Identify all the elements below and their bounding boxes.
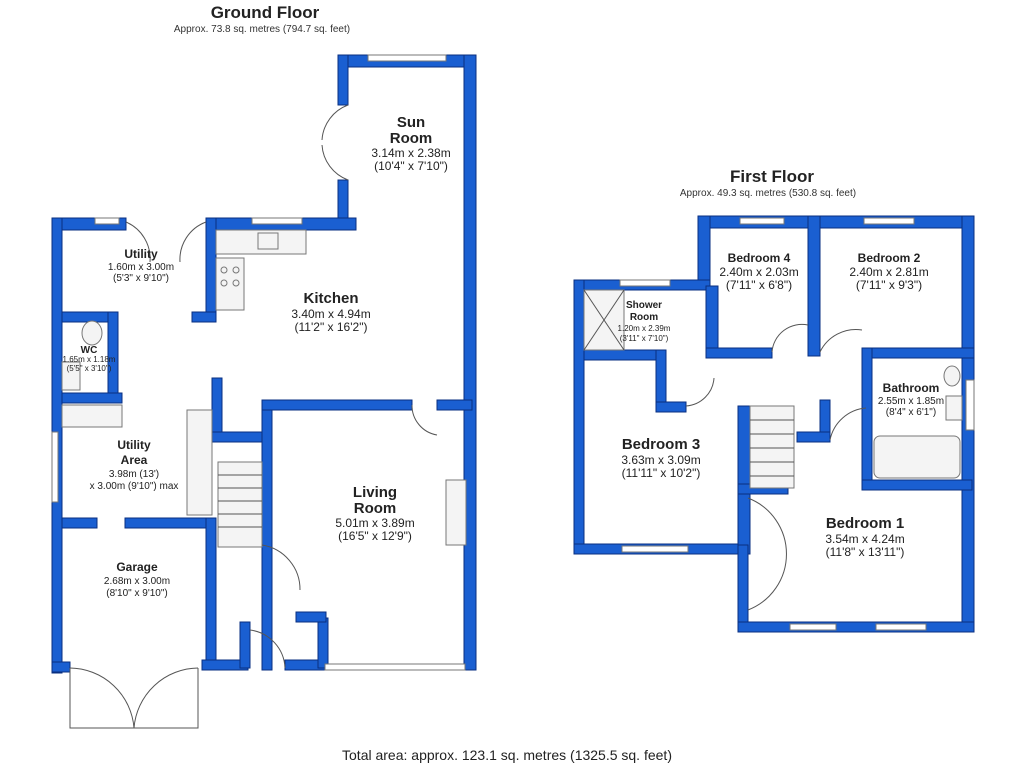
utility-name: Utility (124, 247, 158, 261)
shower-room-dim-metric: 1.20m x 2.39m (618, 324, 671, 333)
room-shower-room: Shower Room 1.20m x 2.39m (3'11" x 7'10"… (618, 300, 671, 343)
garage-name: Garage (116, 560, 158, 574)
room-kitchen: Kitchen 3.40m x 4.94m (11'2" x 16'2") (291, 290, 370, 334)
kitchen-dim-metric: 3.40m x 4.94m (291, 307, 370, 321)
first-floor-fixtures (583, 217, 975, 631)
bedroom-4-dim-imperial: (7'11" x 6'8") (726, 278, 792, 292)
room-bathroom: Bathroom 2.55m x 1.85m (8'4" x 6'1") (878, 381, 944, 418)
living-room-dim-imperial: (16'5" x 12'9") (338, 529, 412, 543)
room-bedroom-1: Bedroom 1 3.54m x 4.24m (11'8" x 13'11") (825, 515, 904, 559)
bedroom-2-dim-metric: 2.40m x 2.81m (849, 265, 928, 279)
wc-dim-metric: 1.65m x 1.18m (63, 355, 116, 364)
bedroom-3-dim-imperial: (11'11" x 10'2") (622, 466, 701, 480)
bedroom-4-dim-metric: 2.40m x 2.03m (719, 265, 798, 279)
living-room-name-line2: Room (354, 500, 397, 517)
wc-dim-imperial: (5'5" x 3'10") (67, 364, 112, 373)
sun-room-dim-imperial: (10'4" x 7'10") (374, 159, 448, 173)
utility-dim-imperial: (5'3" x 9'10") (113, 273, 169, 284)
room-utility: Utility 1.60m x 3.00m (5'3" x 9'10") (108, 247, 174, 284)
kitchen-name: Kitchen (303, 290, 358, 307)
bedroom-1-dim-metric: 3.54m x 4.24m (825, 532, 904, 546)
wc-name: WC (81, 345, 98, 356)
utility-dim-metric: 1.60m x 3.00m (108, 262, 174, 273)
bedroom-2-name: Bedroom 2 (858, 251, 921, 265)
first-floor-title: First Floor (730, 167, 814, 186)
room-utility-area: Utility Area 3.98m (13') x 3.00m (9'10")… (90, 438, 179, 492)
room-bedroom-2: Bedroom 2 2.40m x 2.81m (7'11" x 9'3") (849, 251, 928, 292)
garage-dim-metric: 2.68m x 3.00m (104, 576, 170, 587)
living-room-dim-metric: 5.01m x 3.89m (335, 516, 414, 530)
ground-floor-area: Approx. 73.8 sq. metres (794.7 sq. feet) (174, 24, 350, 35)
bathroom-dim-imperial: (8'4" x 6'1") (886, 407, 936, 418)
bedroom-1-dim-imperial: (11'8" x 13'11") (826, 545, 905, 559)
bedroom-1-name: Bedroom 1 (826, 515, 904, 532)
room-garage: Garage 2.68m x 3.00m (8'10" x 9'10") (104, 560, 170, 599)
living-room-name-line1: Living (353, 484, 397, 501)
shower-room-name-line1: Shower (626, 300, 662, 311)
total-area: Total area: approx. 123.1 sq. metres (13… (342, 747, 672, 763)
shower-room-dim-imperial: (3'11" x 7'10") (620, 334, 669, 343)
bedroom-2-dim-imperial: (7'11" x 9'3") (856, 278, 922, 292)
room-bedroom-4: Bedroom 4 2.40m x 2.03m (7'11" x 6'8") (719, 251, 798, 292)
utility-area-name-line2: Area (121, 453, 148, 467)
sun-room-name-line2: Room (390, 130, 433, 147)
utility-area-name-line1: Utility (117, 438, 151, 452)
room-sun-room: Sun Room 3.14m x 2.38m (10'4" x 7'10") (371, 114, 450, 173)
shower-room-name-line2: Room (630, 312, 658, 323)
utility-area-dim-imperial: x 3.00m (9'10") max (90, 481, 179, 492)
ground-floor-title: Ground Floor (211, 3, 320, 22)
bedroom-3-dim-metric: 3.63m x 3.09m (621, 453, 700, 467)
sun-room-dim-metric: 3.14m x 2.38m (371, 146, 450, 160)
first-floor-area: Approx. 49.3 sq. metres (530.8 sq. feet) (680, 188, 856, 199)
bathroom-name: Bathroom (883, 381, 940, 395)
kitchen-dim-imperial: (11'2" x 16'2") (295, 320, 368, 334)
bedroom-4-name: Bedroom 4 (728, 251, 791, 265)
ground-floor-fixtures (51, 54, 467, 729)
room-living-room: Living Room 5.01m x 3.89m (16'5" x 12'9"… (335, 484, 414, 543)
room-wc: WC 1.65m x 1.18m (5'5" x 3'10") (63, 345, 116, 373)
garage-dim-imperial: (8'10" x 9'10") (106, 588, 168, 599)
bathroom-dim-metric: 2.55m x 1.85m (878, 396, 944, 407)
sun-room-name-line1: Sun (397, 114, 425, 131)
bedroom-3-name: Bedroom 3 (622, 436, 700, 453)
utility-area-dim-metric: 3.98m (13') (109, 469, 159, 480)
room-bedroom-3: Bedroom 3 3.63m x 3.09m (11'11" x 10'2") (621, 436, 700, 480)
